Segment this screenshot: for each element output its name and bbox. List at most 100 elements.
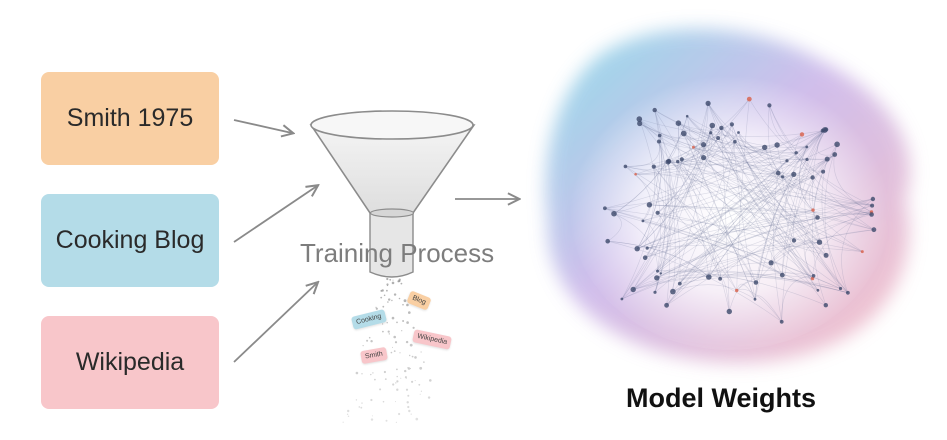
network-edge (633, 276, 756, 290)
network-edge (636, 135, 662, 249)
network-edge (639, 118, 661, 272)
network-edge (653, 123, 680, 167)
network-edge (625, 166, 783, 276)
network-node (700, 142, 707, 148)
network-node (620, 297, 624, 301)
network-edge (731, 124, 819, 291)
particle (374, 378, 376, 381)
network-node (811, 208, 815, 212)
particle (404, 376, 407, 379)
network-edge (736, 283, 756, 300)
particle (403, 299, 407, 303)
network-edge (812, 211, 872, 279)
network-edge (613, 134, 803, 214)
particle (398, 278, 401, 281)
network-edge (764, 147, 863, 252)
network-edge (708, 174, 795, 278)
particle (362, 345, 364, 347)
particle (423, 361, 425, 363)
particle (396, 380, 399, 383)
network-edge (647, 211, 872, 249)
network-edge (803, 129, 827, 150)
network-edge (607, 240, 710, 278)
particle (382, 330, 384, 333)
network-node (709, 131, 713, 135)
network-edge (693, 103, 709, 148)
source-label-wikipedia: Wikipedia (75, 348, 185, 376)
network-edge (633, 229, 874, 290)
network-edge (738, 132, 765, 151)
network-node (823, 252, 829, 258)
network-edge (782, 158, 828, 276)
network-edge (679, 141, 736, 284)
particle (401, 330, 403, 332)
network-edge (734, 141, 873, 206)
particle (405, 377, 407, 379)
network-node (653, 290, 657, 294)
arrow-wikipedia-to-funnel (233, 283, 317, 363)
network-edge (703, 144, 757, 283)
network-edge (754, 130, 823, 300)
network-edge (683, 133, 813, 279)
particle (375, 306, 377, 308)
network-edge (729, 281, 757, 312)
particle (396, 368, 398, 371)
network-edge (721, 124, 733, 138)
network-edge (654, 109, 733, 131)
network-edge (703, 144, 783, 178)
network-node (677, 281, 682, 286)
network-edge (649, 130, 823, 206)
network-edge (639, 118, 663, 140)
particle (389, 278, 392, 281)
particle (414, 380, 416, 382)
particle (419, 393, 421, 395)
network-edge (647, 211, 872, 249)
particle (410, 413, 412, 415)
network-edge (759, 147, 765, 156)
network-edge (660, 198, 873, 274)
network-edge (717, 137, 827, 306)
network-edge (657, 212, 783, 276)
network-edge (755, 146, 808, 283)
network-edge (799, 146, 814, 211)
network-edge (799, 146, 814, 211)
network-edge (607, 240, 710, 278)
network-edge (668, 160, 827, 256)
particle (395, 401, 396, 403)
network-node (655, 210, 660, 215)
network-edge (654, 141, 667, 293)
network-node (870, 196, 876, 202)
network-edge (841, 198, 874, 293)
network-edge (659, 135, 721, 279)
network-node (623, 164, 628, 169)
network-node (823, 303, 828, 308)
network-edge (812, 177, 872, 215)
particle (394, 341, 398, 344)
network-edge (734, 141, 820, 243)
network-edge (625, 132, 711, 167)
particle (390, 351, 393, 354)
network-edge (657, 152, 797, 272)
network-edge (678, 122, 797, 154)
network-edge (649, 204, 814, 211)
particle (372, 372, 374, 374)
network-edge (686, 116, 736, 144)
network-edge (625, 166, 873, 206)
particle (399, 352, 401, 354)
network-edge (781, 275, 814, 322)
particle (409, 354, 411, 357)
network-edge (710, 132, 813, 279)
network-edge (712, 125, 808, 160)
network-edge (642, 144, 838, 222)
particle (360, 406, 363, 409)
network-edge (621, 160, 788, 300)
network-edge (621, 166, 656, 300)
particle (414, 356, 417, 359)
particle (382, 305, 385, 308)
network-edge (677, 161, 873, 206)
particle (386, 277, 389, 281)
particle (392, 383, 395, 386)
particle (415, 417, 419, 421)
network-edge (731, 124, 756, 300)
arrow-smith-to-funnel (233, 119, 292, 133)
